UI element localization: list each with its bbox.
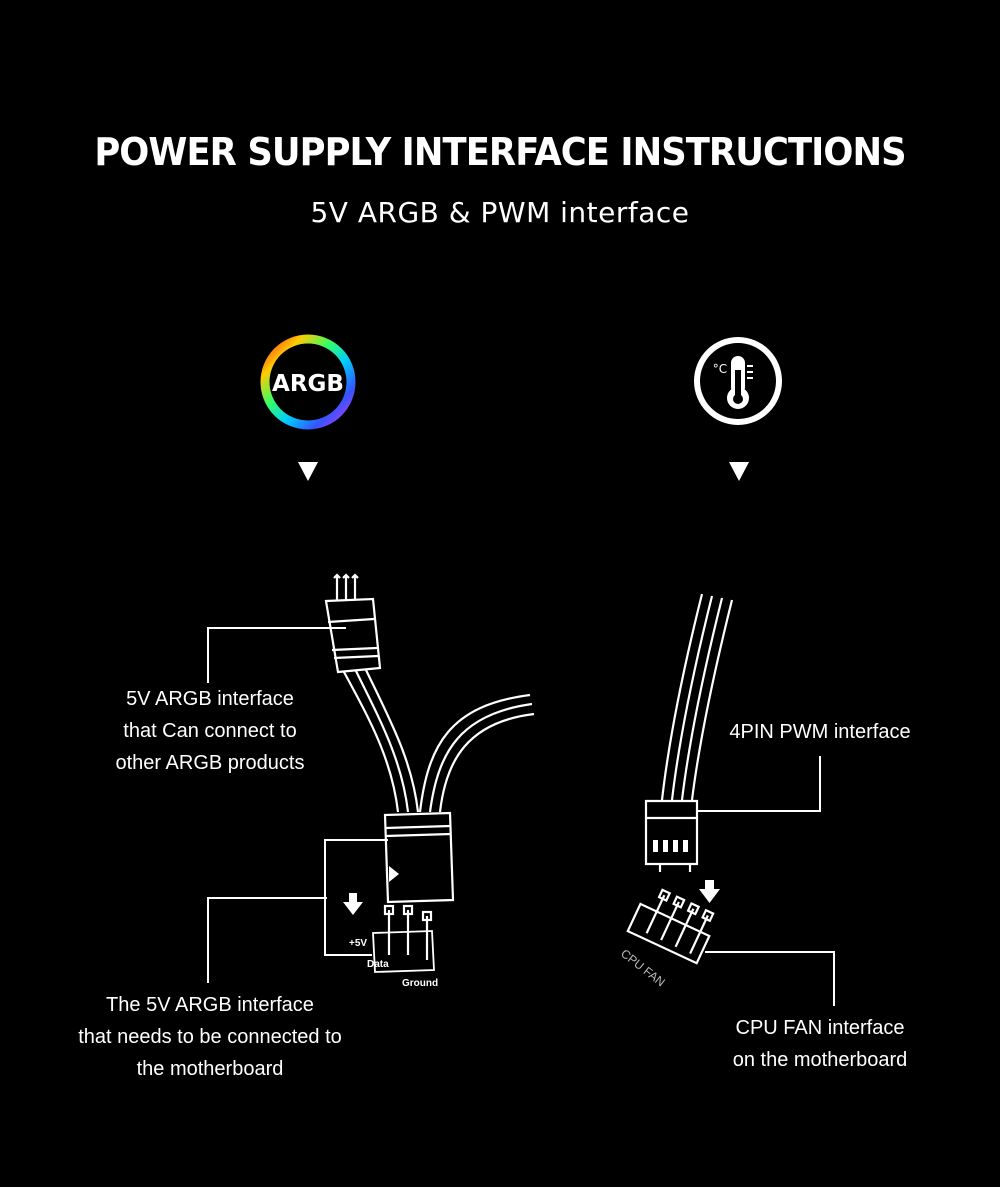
argb-badge-label: ARGB [272, 371, 344, 397]
cpu-fan-label: CPU FAN interface on the motherboard [732, 1017, 908, 1071]
argb-badge-icon: ARGB [260, 334, 356, 430]
argb-motherboard-label: The 5V ARGB interface that needs to be c… [78, 994, 342, 1080]
thermometer-icon: °C [694, 337, 782, 425]
pin-label-data: Data [367, 959, 389, 970]
pin-label-ground: Ground [402, 978, 438, 989]
pwm-interface-label: 4PIN PWM interface [729, 721, 911, 743]
argb-connect-label: 5V ARGB interface that Can connect to ot… [115, 688, 305, 774]
svg-text:°C: °C [713, 362, 727, 376]
pin-label-5v: +5V [349, 938, 367, 949]
pwm-cable-illustration [626, 593, 734, 965]
argb-leader-lines [207, 627, 388, 983]
cpu-fan-header-label: CPU FAN [618, 946, 668, 989]
argb-header-arrow-icon [343, 893, 363, 915]
page-title: POWER SUPPLY INTERFACE INSTRUCTIONS [94, 130, 906, 174]
argb-arrow-icon [298, 462, 318, 481]
argb-cable-illustration [324, 573, 535, 973]
pwm-header-arrow-icon [699, 880, 720, 903]
page-subtitle: 5V ARGB & PWM interface [310, 196, 690, 229]
bottom-border [0, 1187, 1000, 1189]
pwm-leader-lines [697, 756, 835, 1006]
pwm-arrow-icon [729, 462, 749, 481]
